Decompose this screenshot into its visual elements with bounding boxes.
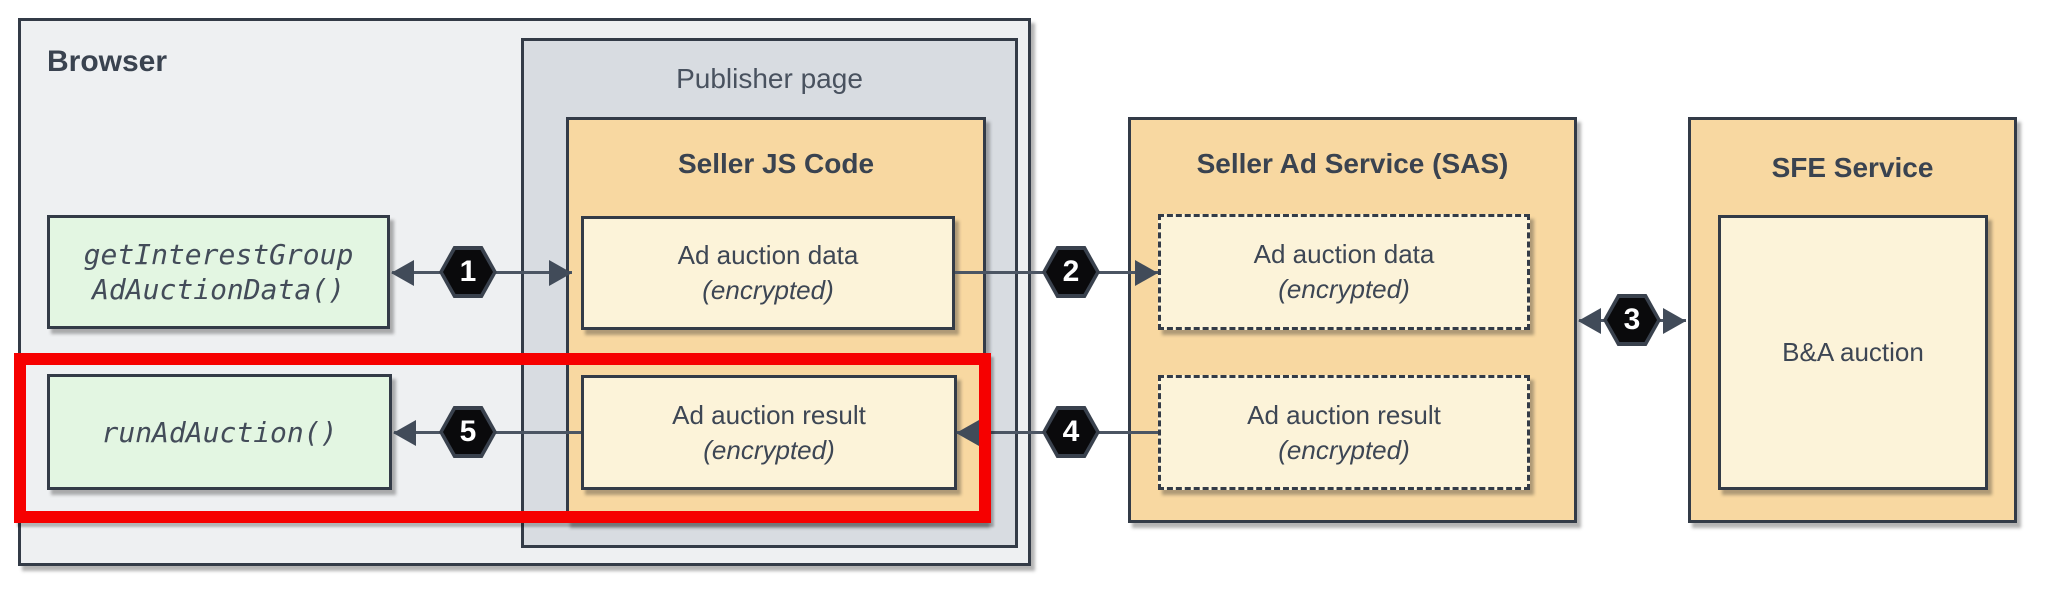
step-badge-4-number: 4 <box>1046 410 1096 454</box>
step-badge-1-number: 1 <box>443 250 493 294</box>
browser-label: Browser <box>47 45 168 78</box>
arrowhead-left-step4-icon <box>956 420 979 446</box>
arrowhead-left-step5-icon <box>393 420 416 446</box>
get-interest-group-line1: getInterestGroup <box>83 238 354 271</box>
arrowhead-left-step1-icon <box>391 260 414 286</box>
sas-ad-auction-data-line1: Ad auction data <box>1253 239 1435 269</box>
arrowhead-right-step2-icon <box>1135 260 1158 286</box>
arrowhead-left-step3-icon <box>1578 308 1601 334</box>
js-ad-auction-result-line1: Ad auction result <box>672 399 866 430</box>
step-badge-3: 3 <box>1603 294 1661 346</box>
ba-auction-label: B&A auction <box>1782 337 1924 367</box>
js-ad-auction-result-line2: (encrypted) <box>703 434 835 465</box>
ba-auction-box: B&A auction <box>1718 215 1988 490</box>
sfe-service-title: SFE Service <box>1771 152 1934 183</box>
arrowhead-right-step1-icon <box>549 260 572 286</box>
sas-ad-auction-result-line2: (encrypted) <box>1278 434 1410 465</box>
sas-ad-auction-data-line2: (encrypted) <box>1278 274 1410 304</box>
get-interest-group-box: getInterestGroup AdAuctionData() <box>47 215 390 329</box>
sas-ad-auction-result-box: Ad auction result (encrypted) <box>1158 375 1530 490</box>
step-badge-5-number: 5 <box>443 410 493 454</box>
seller-js-title: Seller JS Code <box>677 148 875 179</box>
step-badge-3-number: 3 <box>1607 298 1657 342</box>
seller-ad-service-title: Seller Ad Service (SAS) <box>1196 148 1509 179</box>
run-ad-auction-label: runAdAuction() <box>101 415 338 449</box>
get-interest-group-line2: AdAuctionData() <box>92 273 345 306</box>
sas-ad-auction-data-box: Ad auction data (encrypted) <box>1158 214 1530 330</box>
step-badge-2-number: 2 <box>1046 250 1096 294</box>
step-badge-4: 4 <box>1042 406 1100 458</box>
js-ad-auction-data-line1: Ad auction data <box>677 240 859 270</box>
arrowhead-right-step3-icon <box>1663 308 1686 334</box>
js-ad-auction-data-box: Ad auction data (encrypted) <box>581 216 955 330</box>
sas-ad-auction-result-line1: Ad auction result <box>1247 399 1441 430</box>
js-ad-auction-result-box: Ad auction result (encrypted) <box>581 375 957 490</box>
highlight-rectangle <box>14 353 991 523</box>
publisher-page-label: Publisher page <box>676 63 863 94</box>
run-ad-auction-box: runAdAuction() <box>47 374 392 490</box>
js-ad-auction-data-line2: (encrypted) <box>702 275 834 305</box>
step-badge-2: 2 <box>1042 246 1100 298</box>
